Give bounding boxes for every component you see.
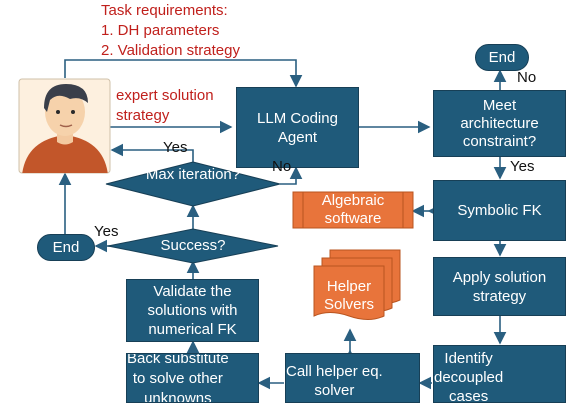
task-requirement-2: 2. Validation strategy [101, 42, 240, 59]
symbolic-fk-node: Symbolic FK [433, 180, 566, 241]
arrow-requirements-to-llm [64, 59, 303, 88]
helper-solvers-shape [313, 249, 401, 320]
end-node-top: End [475, 44, 529, 71]
edge-label-no-top: No [517, 69, 537, 86]
success-label: Success? [160, 237, 226, 254]
max-iteration-label: Max iteration? [145, 166, 241, 183]
identify-decoupled-node: Identify decoupled cases [433, 345, 566, 403]
max-iteration-diamond [105, 161, 281, 207]
success-diamond [107, 228, 279, 264]
edge-label-yes-max: Yes [163, 139, 188, 156]
algebraic-software-shape [292, 191, 414, 229]
person-avatar-icon [18, 78, 111, 174]
helper-solvers-label: Helper Solvers [323, 278, 375, 313]
arrow-max-no-to-llm [280, 166, 303, 185]
task-requirements-title: Task requirements: [101, 2, 228, 19]
expert-strategy-label: expert solution strategy [116, 87, 214, 124]
call-helper-node: Call helper eq. solver [285, 353, 420, 403]
edge-label-yes-meet: Yes [510, 158, 535, 175]
apply-strategy-node: Apply solution strategy [433, 257, 566, 316]
llm-coding-agent-node: LLM Coding Agent [236, 87, 359, 168]
end-node-left: End [37, 234, 95, 261]
edge-label-no-max: No [272, 158, 292, 175]
edge-label-yes-success: Yes [94, 223, 119, 240]
arrow-max-yes-to-avatar [110, 143, 194, 162]
task-requirement-1: 1. DH parameters [101, 22, 220, 39]
meet-constraint-node: Meet architecture constraint? [433, 90, 566, 157]
algebraic-software-label: Algebraic software [321, 192, 385, 227]
validate-node: Validate the solutions with numerical FK [126, 279, 259, 342]
back-substitute-node: Back substitute to solve other unknowns [126, 353, 259, 403]
